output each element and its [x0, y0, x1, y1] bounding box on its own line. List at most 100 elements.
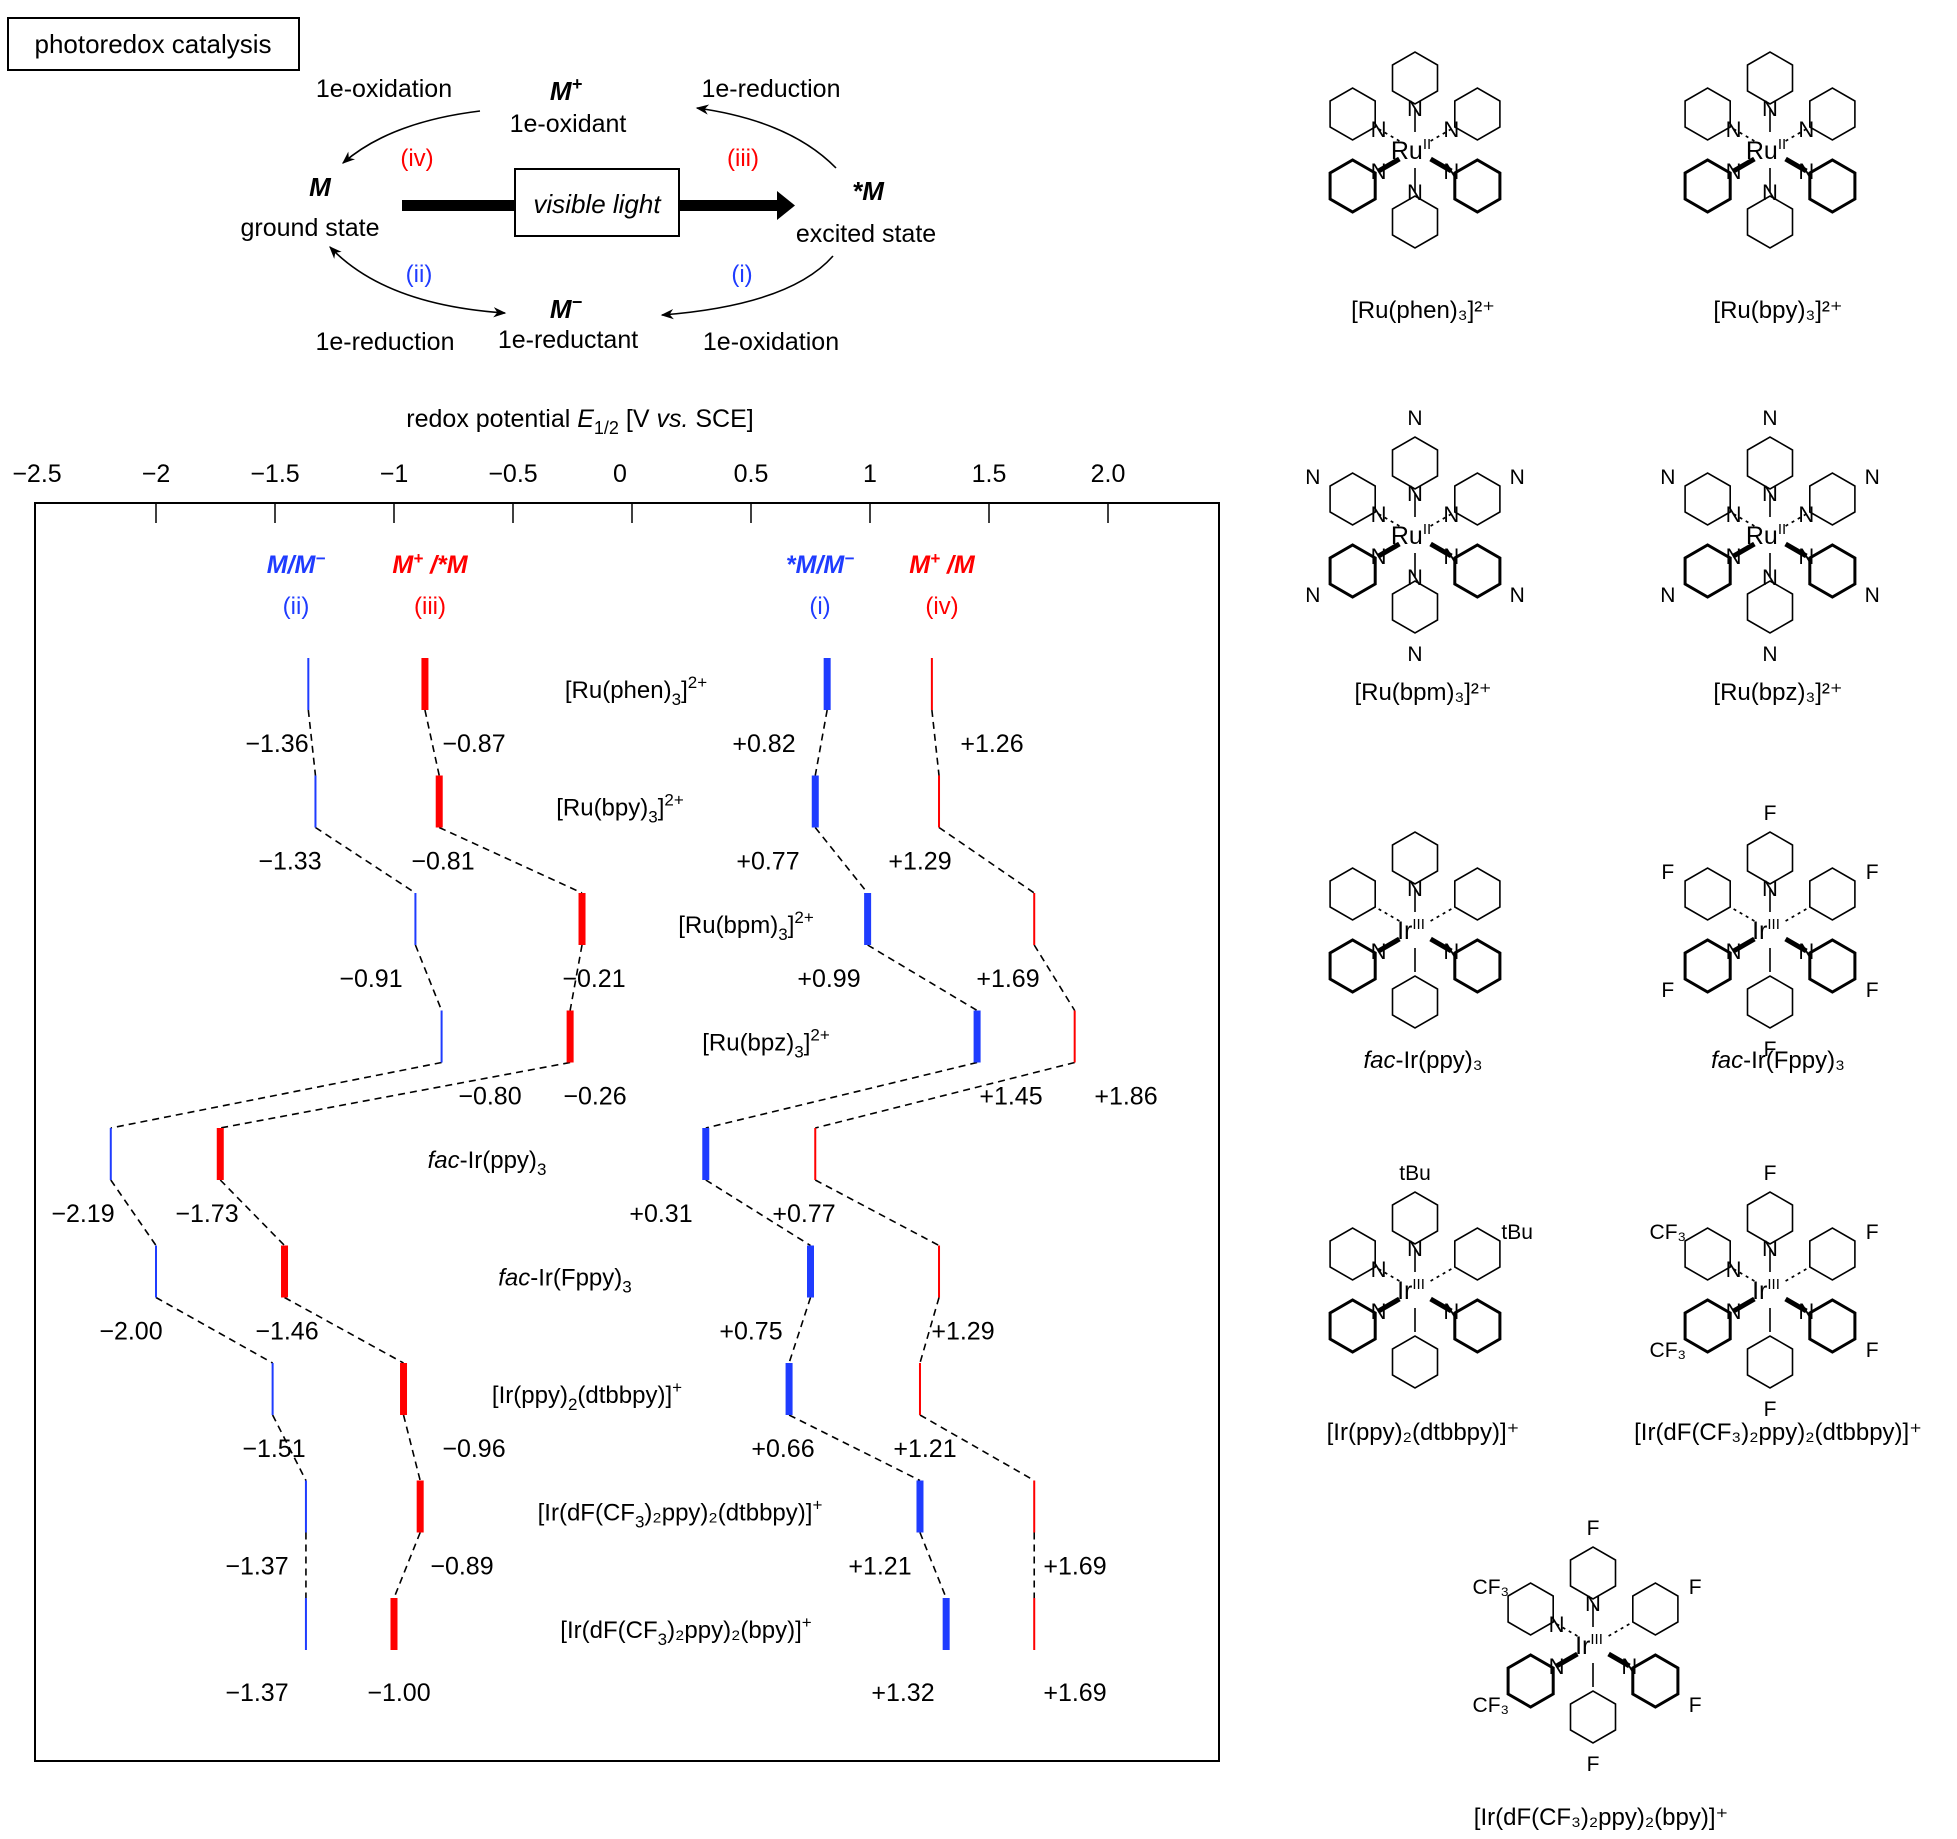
- metal-ligand-bond: [1732, 156, 1756, 174]
- ligand-ring: [1391, 580, 1439, 634]
- substituent-label: F: [1764, 1398, 1777, 1421]
- x-tick-label: 1: [863, 460, 877, 488]
- value-labels: −1.36−0.87+0.82+1.26−1.33−0.81+0.77+1.29…: [51, 730, 1157, 1707]
- reductant-symbol: M−: [550, 292, 583, 324]
- ligand-ring: [1329, 1227, 1376, 1281]
- substituent-label: N: [1305, 466, 1320, 489]
- metal-center: RuII: [1391, 136, 1431, 165]
- ligand-ring: [1454, 472, 1501, 526]
- x-tick-label: 1.5: [972, 460, 1007, 488]
- bar-thin-4: [1033, 1598, 1036, 1650]
- structure-label: [Ir(dF(CF₃)₂ppy)₂(bpy)]⁺: [1474, 1804, 1728, 1831]
- series-header-3: *M/M−: [786, 549, 854, 579]
- structure-label: [Ir(ppy)₂(dtbbpy)]⁺: [1327, 1419, 1520, 1446]
- excited-symbol: *M: [852, 176, 885, 206]
- step-ii-label: (ii): [406, 261, 433, 288]
- bar-thin-1: [440, 1010, 443, 1063]
- ground-symbol: M: [309, 172, 332, 202]
- value-label: −1.37: [225, 1553, 288, 1581]
- ligand-ring: [1328, 543, 1377, 599]
- dashed-connector: [705, 1061, 978, 1129]
- bar-thin-4: [918, 1363, 921, 1415]
- metal-ligand-bond: [1732, 936, 1756, 954]
- ligand-ring: [1391, 975, 1439, 1029]
- title-box: [7, 17, 300, 71]
- substituent-label: N: [1407, 643, 1422, 666]
- value-label: +0.66: [751, 1435, 814, 1463]
- dashed-connector: [271, 1414, 307, 1481]
- arrow-label-top-left: 1e-oxidation: [316, 75, 452, 103]
- ligand-ring: [1746, 195, 1794, 249]
- structure-label: fac-Ir(Fppy)₃: [1711, 1047, 1845, 1074]
- ring-atom-label: N: [1798, 159, 1814, 184]
- substituent-label: tBu: [1399, 1162, 1431, 1185]
- ligand-ring: [1391, 1191, 1439, 1245]
- ligand-ring: [1391, 51, 1439, 105]
- value-label: +1.26: [960, 730, 1023, 758]
- compound-label: [Ru(bpz)3]2+: [702, 1026, 830, 1062]
- metal-ligand-bond: [1430, 1268, 1452, 1282]
- metal-ligand-bond: [1377, 936, 1401, 954]
- x-axis-title: redox potential E1/2 [V vs. SCE]: [406, 405, 753, 438]
- ligand-ring: [1746, 1191, 1794, 1245]
- series-step-label: (i): [809, 593, 830, 620]
- dashed-connector: [424, 709, 441, 776]
- ring-atom-label: N: [1762, 96, 1778, 121]
- ring-atom-label: N: [1407, 481, 1423, 506]
- arrow-iii: [695, 104, 837, 169]
- ring-atom-label: N: [1371, 939, 1387, 964]
- value-label: −2.00: [99, 1318, 162, 1346]
- value-label: +0.77: [736, 848, 799, 876]
- substituent-label: N: [1510, 584, 1525, 607]
- ligand-ring: [1569, 1690, 1617, 1744]
- structure-9: NFFNFFNCF₃NCF₃IrIII[Ir(dF(CF₃)₂ppy)₂(bpy…: [1473, 1517, 1729, 1831]
- ring-atom-label: N: [1443, 502, 1459, 527]
- ligand-ring: [1453, 158, 1502, 214]
- ligand-ring: [1684, 1227, 1731, 1281]
- bar-thin-1: [314, 775, 317, 828]
- ring-atom-label: N: [1798, 117, 1814, 142]
- ring-atom-label: N: [1443, 544, 1459, 569]
- ring-atom-label: N: [1549, 1654, 1565, 1679]
- value-label: −2.19: [51, 1200, 114, 1228]
- metal-ligand-bond: [1430, 908, 1452, 922]
- bar-thick-2: [400, 1363, 408, 1415]
- value-label: −0.26: [563, 1083, 626, 1111]
- value-label: −1.33: [258, 848, 321, 876]
- ligand-ring: [1453, 938, 1502, 994]
- redox-potential-chart: redox potential E1/2 [V vs. SCE] −2.5−2−…: [12, 405, 1220, 1762]
- x-tick-label: −1: [380, 460, 409, 488]
- ligand-ring: [1329, 472, 1376, 526]
- series-header-4: M+ /M: [909, 549, 976, 579]
- value-label: +0.75: [719, 1318, 782, 1346]
- bar-thin-1: [271, 1363, 274, 1415]
- ligand-ring: [1683, 543, 1732, 599]
- state-reductant: M− 1e-reductant: [498, 292, 638, 354]
- metal-ligand-bond: [1608, 1623, 1630, 1637]
- compound-label: [Ir(dF(CF3)₂ppy)₂(dtbbpy)]+: [538, 1496, 823, 1532]
- ligand-ring: [1684, 87, 1731, 141]
- light-arrow-shaft-right: [679, 200, 779, 211]
- ring-atom-label: N: [1407, 876, 1423, 901]
- ring-atom-label: N: [1798, 1299, 1814, 1324]
- ring-atom-label: N: [1371, 1299, 1387, 1324]
- value-label: +1.21: [848, 1553, 911, 1581]
- ring-atom-label: N: [1726, 1257, 1742, 1282]
- dashed-connector: [315, 826, 416, 894]
- substituent-label: N: [1305, 584, 1320, 607]
- series-step-label: (iv): [925, 593, 958, 620]
- value-label: +1.86: [1094, 1083, 1157, 1111]
- metal-center: RuII: [1746, 136, 1786, 165]
- ring-atom-label: N: [1762, 1236, 1778, 1261]
- substituent-label: N: [1762, 643, 1777, 666]
- compound-labels: [Ru(phen)3]2+[Ru(bpy)3]2+[Ru(bpm)3]2+[Ru…: [428, 673, 830, 1649]
- bar-thick-2: [566, 1010, 574, 1063]
- x-tick-label: −2: [142, 460, 171, 488]
- ring-atom-label: N: [1407, 180, 1423, 205]
- ring-atom-label: N: [1443, 159, 1459, 184]
- metal-ligand-bond: [1732, 1296, 1756, 1314]
- structure-label: [Ru(phen)₃]²⁺: [1351, 297, 1495, 324]
- ligand-ring: [1746, 975, 1794, 1029]
